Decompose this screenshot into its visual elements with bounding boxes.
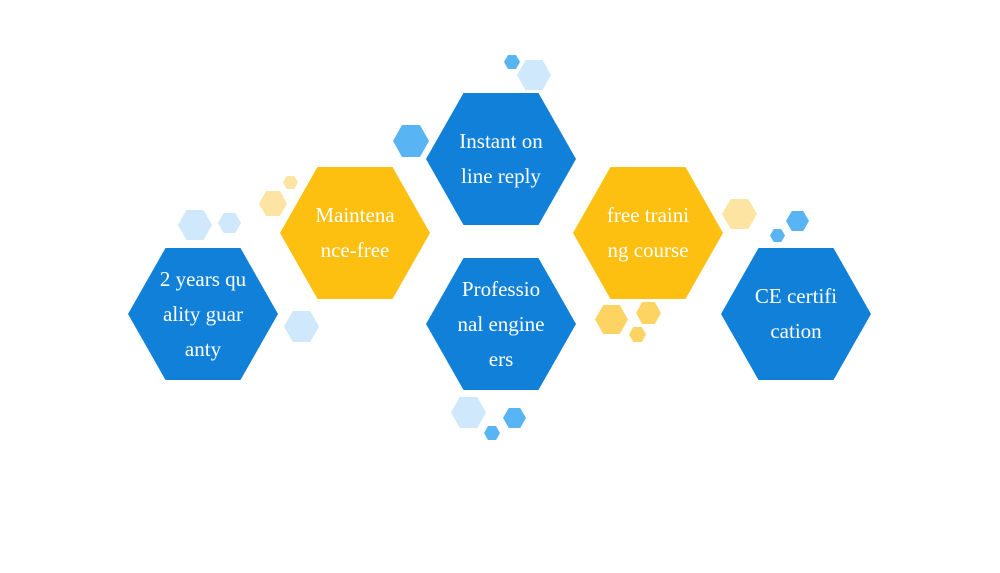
decorative-hexagon [283, 176, 298, 189]
hexagon-quality-guaranty: 2 years quality guaranty [128, 248, 278, 380]
decorative-hexagon [259, 191, 287, 216]
hexagon-label: Maintenance-free [315, 203, 395, 262]
hexagon-label: 2 years quality guaranty [159, 266, 247, 361]
decorative-hexagon [786, 211, 809, 231]
decorative-hexagon [770, 229, 785, 242]
decorative-hexagon [451, 397, 486, 428]
hexagon-label: free training course [606, 203, 690, 262]
decorative-hexagon [636, 302, 661, 324]
hexagon-professional-engineers: Professional engineers [426, 258, 576, 390]
hexagon-instant-reply: Instant online reply [426, 93, 576, 225]
decorative-hexagon [595, 305, 628, 334]
hexagon-label: CE certification [754, 284, 838, 343]
decorative-hexagon [517, 60, 551, 90]
decorative-hexagon [504, 55, 520, 69]
decorative-hexagon [178, 210, 212, 240]
decorative-hexagon [393, 125, 429, 157]
hexagon-free-training: free training course [573, 167, 723, 299]
decorative-hexagon [284, 311, 319, 342]
hexagon-ce-certification: CE certification [721, 248, 871, 380]
decorative-hexagon [218, 213, 241, 233]
decorative-hexagon [503, 408, 526, 428]
decorative-hexagon [484, 426, 500, 440]
decorative-hexagon [629, 327, 646, 342]
decorative-hexagon [722, 199, 757, 229]
hexagon-label: Professional engineers [457, 276, 545, 371]
hexagon-maintenance-free: Maintenance-free [280, 167, 430, 299]
hexagon-label: Instant online reply [459, 129, 543, 188]
